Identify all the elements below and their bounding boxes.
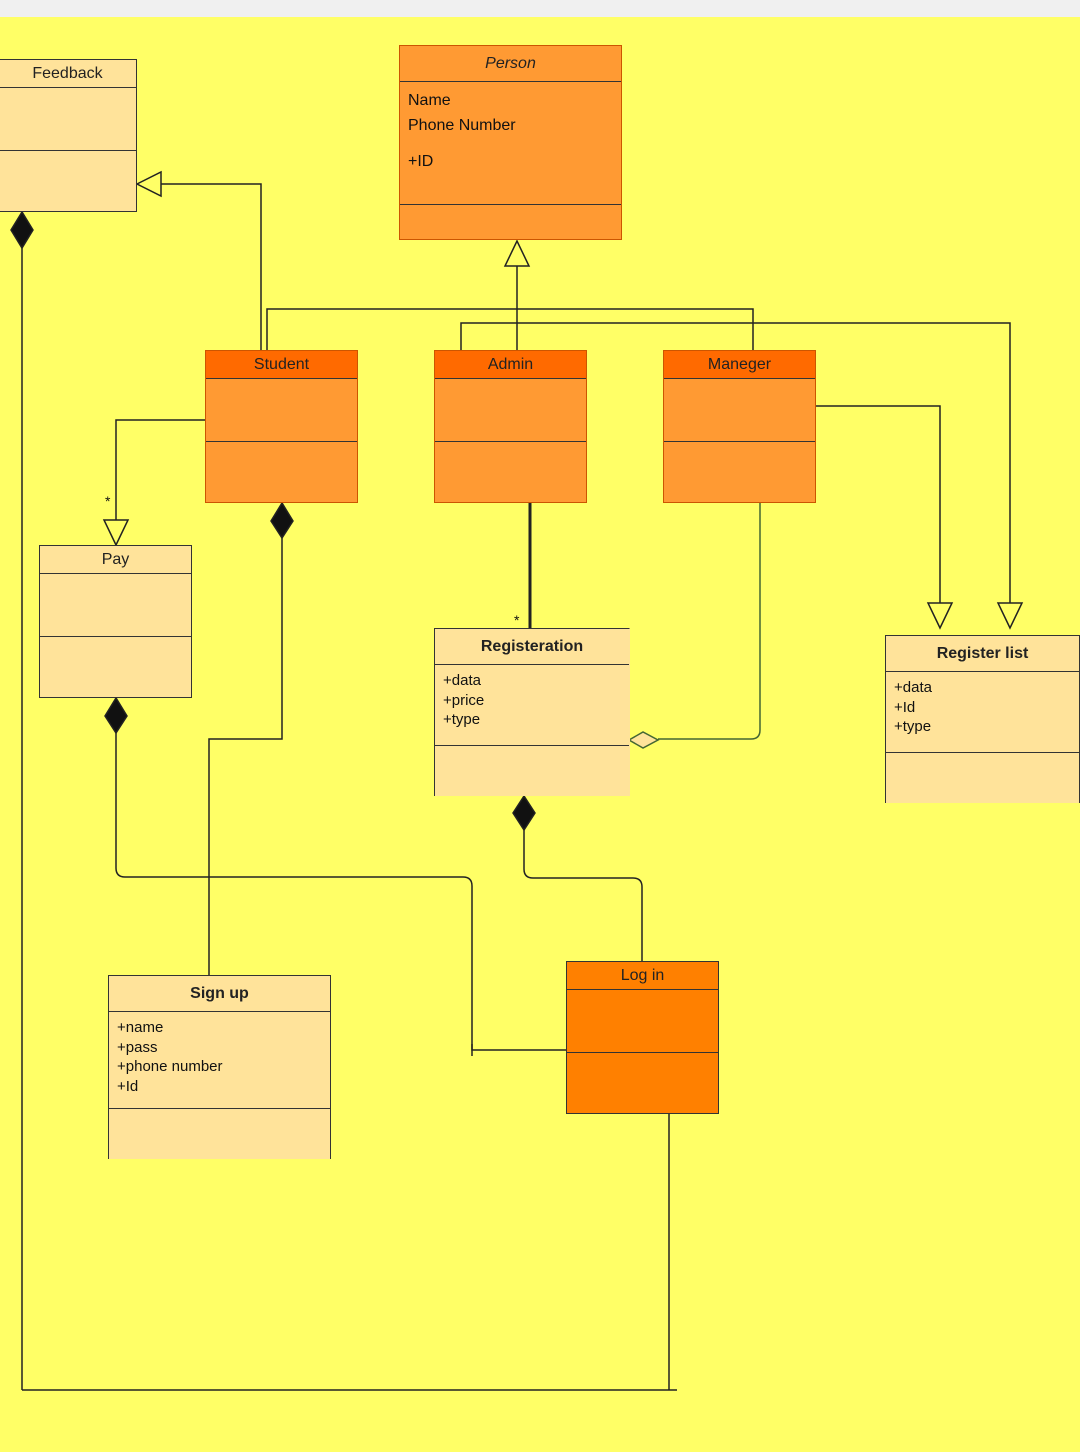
class-registration[interactable]: Registeration +data +price +type	[434, 628, 630, 796]
class-log-in-attributes	[567, 990, 718, 1053]
class-pay[interactable]: Pay	[39, 545, 192, 698]
class-feedback-name: Feedback	[0, 60, 136, 88]
class-manager[interactable]: Maneger	[663, 350, 816, 503]
attribute: +type	[443, 711, 481, 728]
student-signup-line	[208, 538, 283, 975]
feedback-generalization-arrow	[135, 170, 162, 198]
class-log-in-name: Log in	[567, 962, 718, 990]
registration-login-line	[523, 830, 643, 961]
student-feedback-line	[161, 183, 262, 350]
class-registration-operations	[435, 746, 629, 796]
class-person-attributes: Name Phone Number +ID	[400, 82, 621, 205]
class-register-list-name: Register list	[886, 636, 1079, 672]
class-sign-up-operations	[109, 1109, 330, 1159]
manager-aggregation-diamond	[627, 731, 660, 749]
class-feedback-operations	[0, 151, 136, 211]
class-student-operations	[206, 442, 357, 502]
pay-generalization-arrow	[102, 519, 130, 547]
class-student-attributes	[206, 379, 357, 442]
class-person-name: Person	[400, 46, 621, 82]
attribute: +data	[443, 672, 481, 689]
inheritance-bus-lower	[460, 322, 1011, 603]
class-pay-attributes	[40, 574, 191, 637]
attribute: +phone number	[117, 1058, 223, 1075]
class-person-operations	[400, 205, 621, 239]
person-generalization-arrow	[503, 239, 531, 267]
class-manager-name: Maneger	[664, 351, 815, 379]
class-register-list-attributes: +data +Id +type	[886, 672, 1079, 753]
class-admin-operations	[435, 442, 586, 502]
class-feedback[interactable]: Feedback	[0, 59, 137, 212]
class-admin-attributes	[435, 379, 586, 442]
class-feedback-attributes	[0, 88, 136, 151]
class-student[interactable]: Student	[205, 350, 358, 503]
feedback-composition-diamond	[10, 210, 34, 250]
class-register-list-operations	[886, 753, 1079, 803]
attribute: Name	[408, 92, 451, 109]
student-pay-line	[115, 419, 205, 520]
class-student-name: Student	[206, 351, 357, 379]
attribute: +price	[443, 691, 485, 709]
class-log-in-operations	[567, 1053, 718, 1113]
pay-login-line	[115, 733, 566, 1051]
class-registration-name: Registeration	[435, 629, 629, 665]
inheritance-bus-upper	[266, 308, 754, 350]
student-composition-diamond	[270, 501, 294, 540]
manager-registerlist-line	[816, 405, 941, 603]
registration-composition-diamond	[512, 794, 536, 832]
registerlist-arrow-right	[996, 602, 1024, 630]
attribute: +data	[894, 679, 932, 696]
class-log-in[interactable]: Log in	[566, 961, 719, 1114]
class-manager-attributes	[664, 379, 815, 442]
pay-composition-diamond	[104, 696, 128, 735]
class-registration-attributes: +data +price +type	[435, 665, 629, 746]
attribute: +name	[117, 1019, 164, 1036]
attribute: +type	[894, 718, 932, 735]
registerlist-arrow-left	[926, 602, 954, 630]
manager-registration-line	[658, 503, 761, 740]
attribute: +pass	[117, 1038, 158, 1056]
attribute: +Id	[117, 1077, 139, 1095]
class-pay-operations	[40, 637, 191, 697]
class-admin-name: Admin	[435, 351, 586, 379]
attribute: +ID	[408, 153, 434, 170]
class-admin[interactable]: Admin	[434, 350, 587, 503]
class-register-list[interactable]: Register list +data +Id +type	[885, 635, 1080, 803]
attribute: Phone Number	[408, 117, 516, 134]
class-sign-up[interactable]: Sign up +name +pass +phone number +Id	[108, 975, 331, 1159]
class-manager-operations	[664, 442, 815, 502]
class-sign-up-attributes: +name +pass +phone number +Id	[109, 1012, 330, 1109]
multiplicity-admin-registration: *	[514, 612, 520, 628]
attribute: +Id	[894, 698, 916, 716]
class-sign-up-name: Sign up	[109, 976, 330, 1012]
multiplicity-student-pay: *	[105, 493, 111, 509]
class-person[interactable]: Person Name Phone Number +ID	[399, 45, 622, 240]
class-pay-name: Pay	[40, 546, 191, 574]
